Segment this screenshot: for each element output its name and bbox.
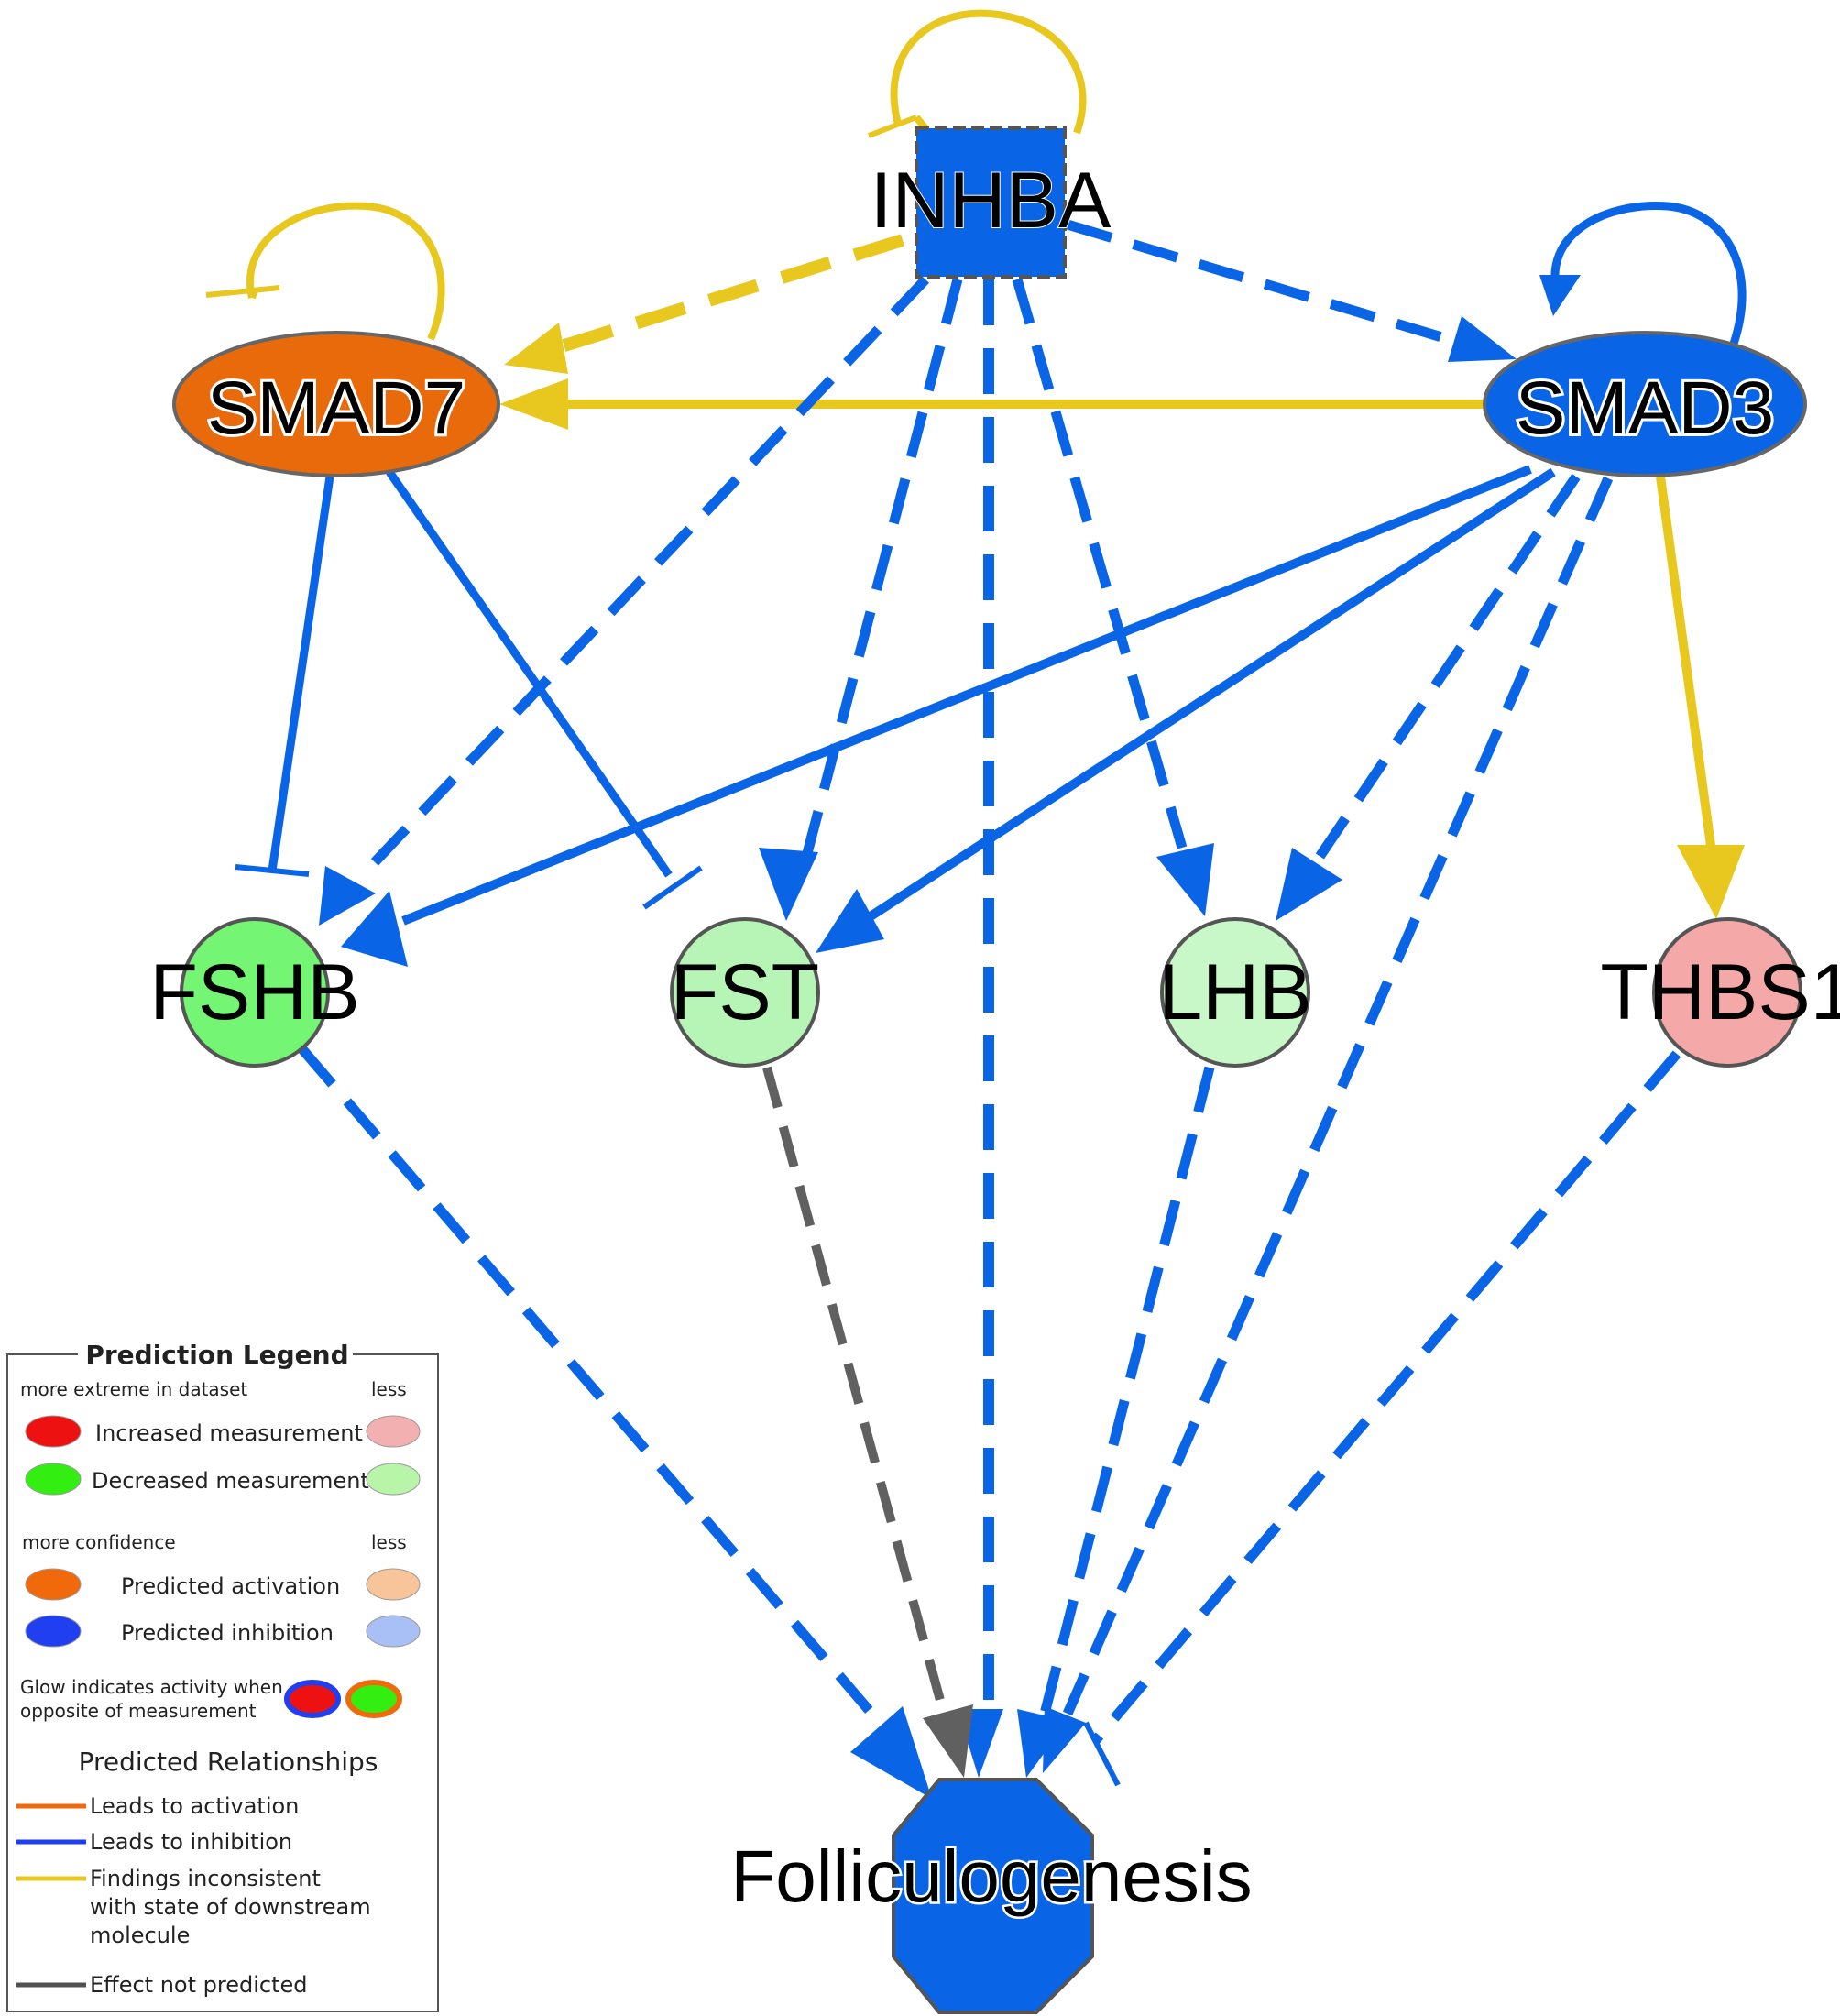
edge-fst-folliculogenesis [762,1066,948,1715]
node-fshb-label: FSHB [149,948,359,1036]
edge-inhba-smad7 [547,234,905,356]
legend-glow-orange-swatch [345,1680,402,1718]
edge-smad3-fshb-arrowhead [341,891,408,967]
edge-fshb-folliculogenesis-arrowhead [850,1706,932,1799]
edge-smad3-self-arrowhead [1539,275,1581,316]
edge-inhba-smad7-arrowhead [504,323,568,374]
edge-inhba-fst-arrowhead [759,848,818,921]
legend-inconsistent-line-3: molecule [90,1923,190,1948]
legend-decreased-label: Decreased measurement [92,1468,369,1494]
nodes: INHBA SMAD7 SMAD3 FSHB FST LHB [149,126,1840,2014]
legend-less-2: less [371,1531,407,1553]
edge-inhba-self-inhibit-bar [867,115,918,138]
edge-fshb-folliculogenesis [298,1046,884,1726]
edge-smad3-smad7-arrowhead [499,378,568,430]
edge-smad7-self-inhibit-bar [205,285,280,298]
node-smad7-label: SMAD7 [207,367,466,450]
node-fst[interactable]: FST [670,917,820,1068]
edge-smad7-fst-bar [642,865,703,910]
edge-smad3-self-loop [1550,201,1747,345]
edge-lhb-folliculogenesis-arrowhead [1017,1709,1068,1778]
edge-smad7-self-loop [246,202,445,341]
node-smad7[interactable]: SMAD7 [172,331,500,477]
edge-inhba-lhb-arrowhead [1156,843,1214,916]
legend-inconsistent-line-1: Findings inconsistent [90,1866,321,1891]
edge-inhba-fst [801,278,963,859]
node-thbs1-label: THBS1 [1600,948,1840,1036]
legend-increased-swatch [25,1415,82,1448]
node-fst-label: FST [671,948,819,1036]
legend-increased-label: Increased measurement [95,1420,363,1446]
edge-lhb-folliculogenesis [1039,1066,1215,1715]
legend-title: Prediction Legend [85,1340,348,1370]
legend-not-predicted: Effect not predicted [90,1972,307,1998]
legend-glow-line-2: opposite of measurement [20,1700,257,1722]
legend-less-1: less [371,1378,407,1400]
legend-more-confidence: more confidence [22,1531,176,1553]
node-folliculogenesis-label: Folliculogenesis [730,1835,1252,1917]
node-lhb-label: LHB [1158,948,1311,1036]
edge-smad7-fshb-bar [235,864,310,877]
node-fshb[interactable]: FSHB [149,917,360,1068]
edge-inhba-fshb-arrowhead [319,866,376,926]
edge-inhba-lhb [1012,278,1188,849]
node-folliculogenesis[interactable]: Folliculogenesis [728,1778,1254,2014]
legend-decreased-less-swatch [366,1463,421,1496]
legend-inconsistent-line-2: with state of downstream [90,1894,371,1920]
legend-increased-less-swatch [366,1415,421,1448]
edge-smad3-folliculogenesis [1062,476,1614,1716]
edge-smad3-thbs1 [1656,476,1716,853]
edge-smad7-fst [386,469,673,878]
legend-decreased-swatch [25,1463,82,1496]
node-lhb[interactable]: LHB [1158,917,1312,1068]
legend-inhibition-less-swatch [366,1615,421,1648]
edge-smad3-fshb [401,465,1532,926]
legend-inhibition-swatch [25,1615,82,1648]
legend-more-extreme: more extreme in dataset [20,1378,247,1400]
edge-inhba-self-loop [890,9,1087,135]
node-inhba[interactable]: INHBA [870,126,1112,279]
legend-activation-swatch [25,1568,82,1601]
legend-glow-blue-swatch [284,1680,341,1718]
legend-inhibition-label: Predicted inhibition [121,1620,334,1646]
edge-smad3-lhb-arrowhead [1276,848,1342,921]
node-smad3-label: SMAD3 [1516,367,1775,450]
node-smad3[interactable]: SMAD3 [1483,331,1807,477]
legend-leads-inhibition: Leads to inhibition [90,1829,292,1855]
edge-inhba-smad3 [1066,219,1450,345]
legend-relationships-title: Predicted Relationships [79,1747,378,1777]
legend-activation-label: Predicted activation [121,1573,340,1599]
edge-inhba-smad3-arrowhead [1448,316,1517,362]
prediction-legend: Prediction Legend more extreme in datase… [6,1340,439,2012]
edge-smad3-lhb [1315,473,1581,860]
edge-smad3-fst-arrowhead [816,889,884,953]
edge-smad7-fshb [268,476,334,871]
legend-glow-line-1: Glow indicates activity when [20,1676,283,1698]
edge-fst-folliculogenesis-arrowhead [923,1704,973,1778]
node-thbs1[interactable]: THBS1 [1600,917,1840,1068]
edges [205,9,1747,1799]
legend-activation-less-swatch [366,1568,421,1601]
node-inhba-label: INHBA [871,157,1112,245]
edge-smad3-thbs1-arrowhead [1677,845,1745,919]
legend-leads-activation: Leads to activation [90,1793,299,1819]
edge-thbs1-folliculogenesis [1090,1050,1681,1745]
edge-thbs1-folliculogenesis-bar [1083,1721,1121,1787]
